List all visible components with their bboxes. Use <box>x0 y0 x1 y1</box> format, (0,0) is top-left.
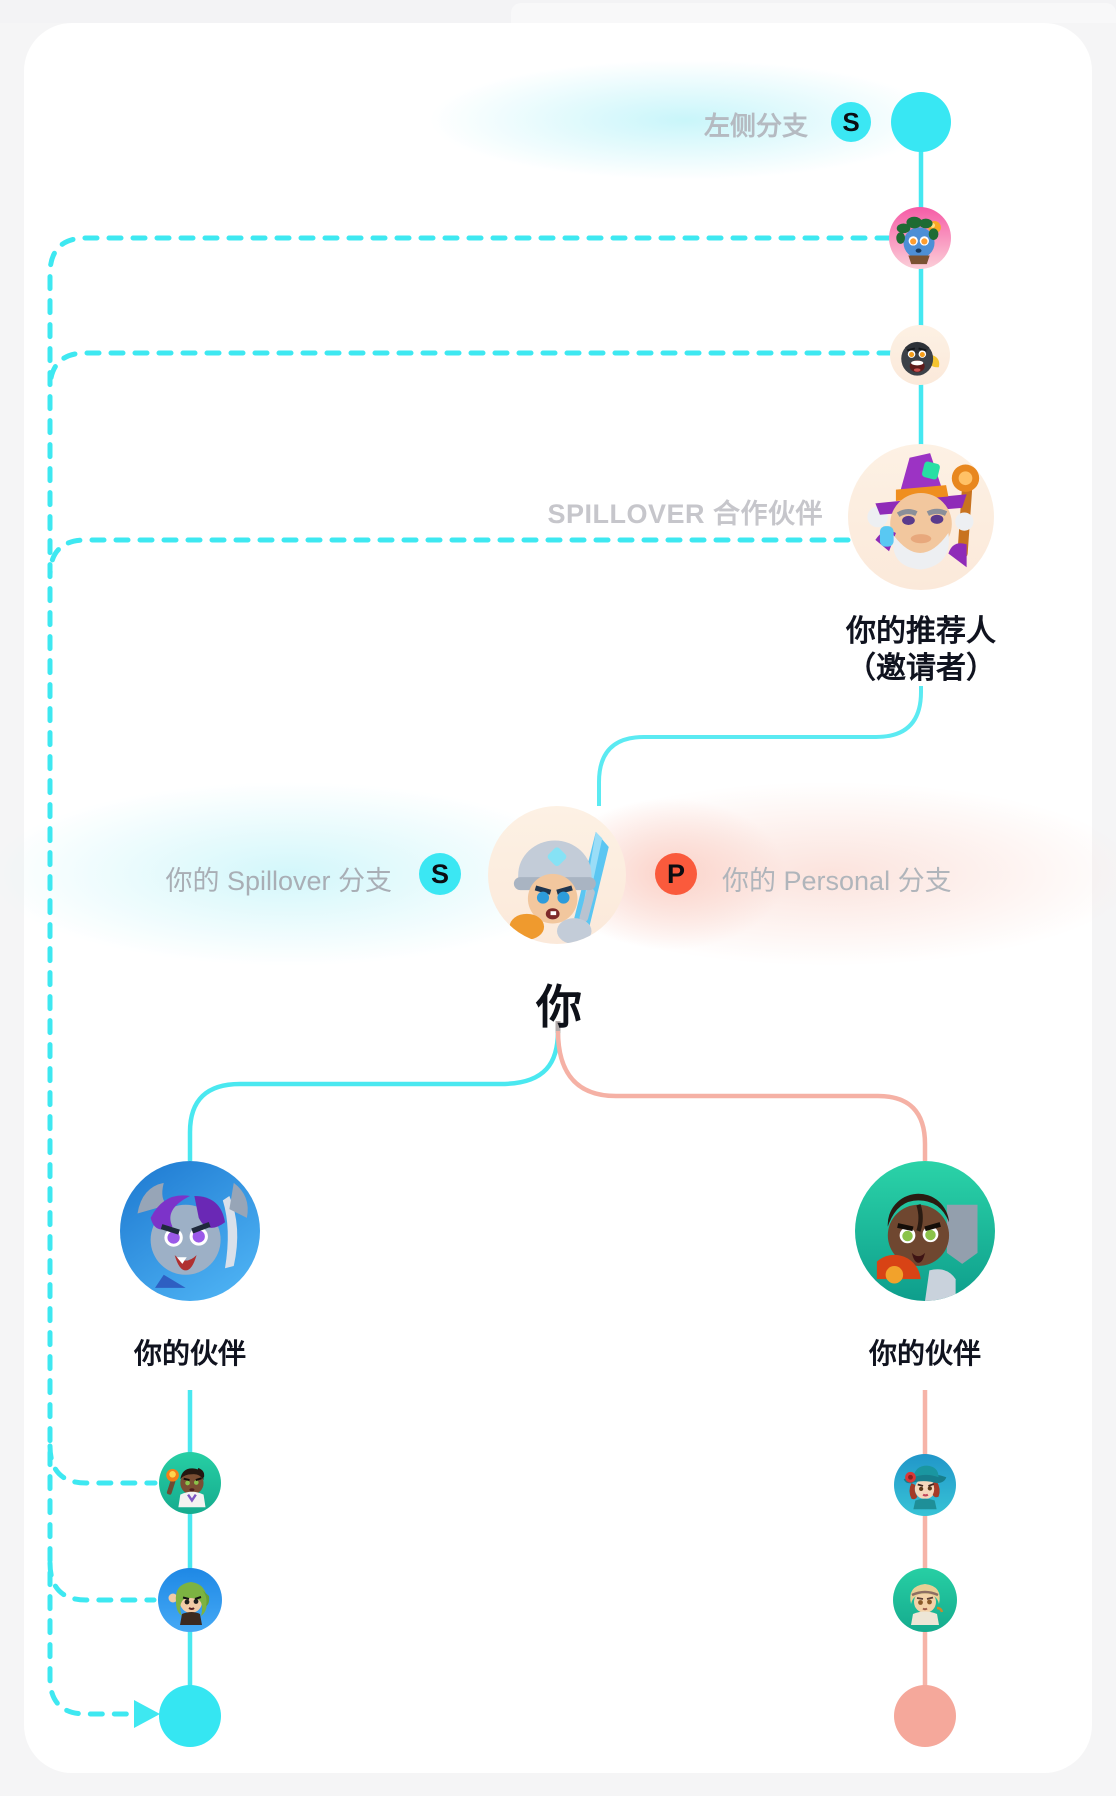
wizard-avatar[interactable] <box>848 444 994 590</box>
referrer-label: 你的推荐人 （邀请者） <box>771 613 1071 687</box>
referrer-label-line1: 你的推荐人 <box>846 615 996 648</box>
personal-branch-line <box>555 1030 928 1161</box>
right-endpoint-node[interactable] <box>894 1685 956 1747</box>
partner-label-left: 你的伙伴 <box>133 1338 246 1369</box>
s-badge-spillover: S <box>419 853 461 895</box>
p-badge-personal: P <box>655 853 697 895</box>
left-endpoint-node[interactable] <box>159 1685 221 1747</box>
spillover-route-2 <box>47 350 894 392</box>
top-endpoint-node[interactable] <box>891 92 951 152</box>
top-bar-sheet-edge <box>511 3 1116 23</box>
gorilla-avatar[interactable] <box>890 325 950 385</box>
spillover-route-3 <box>47 537 851 579</box>
green-hair-elf-avatar[interactable] <box>158 1568 222 1632</box>
referrer-label-line2: （邀请者） <box>846 652 996 685</box>
spillover-branch-label: 你的 Spillover 分支 <box>165 866 392 896</box>
left-branch-heading: 左侧分支 <box>703 111 808 141</box>
partner-label-right: 你的伙伴 <box>868 1338 981 1369</box>
torch-fighter-avatar[interactable] <box>159 1452 221 1514</box>
horned-mage-avatar[interactable] <box>120 1161 260 1301</box>
laurel-blonde-avatar[interactable] <box>893 1568 957 1632</box>
spillover-drop-2 <box>47 1560 157 1603</box>
personal-branch-label: 你的 Personal 分支 <box>722 866 952 896</box>
flower-hat-ranger-avatar[interactable] <box>894 1454 956 1516</box>
spillover-route-1 <box>47 235 892 1717</box>
spillover-arrowhead-icon <box>134 1700 160 1728</box>
s-badge-top: S <box>831 102 871 142</box>
spillover-partner-label: SPILLOVER 合作伙伴 <box>547 499 823 529</box>
referrer-to-you-line <box>597 686 923 806</box>
you-label: 你 <box>536 981 582 1033</box>
knight-avatar[interactable] <box>488 806 626 944</box>
spillover-branch-line <box>187 1030 561 1161</box>
spillover-drop-1 <box>47 1443 158 1486</box>
axe-warrior-avatar[interactable] <box>855 1161 995 1301</box>
leaf-dryad-avatar[interactable] <box>889 207 951 269</box>
